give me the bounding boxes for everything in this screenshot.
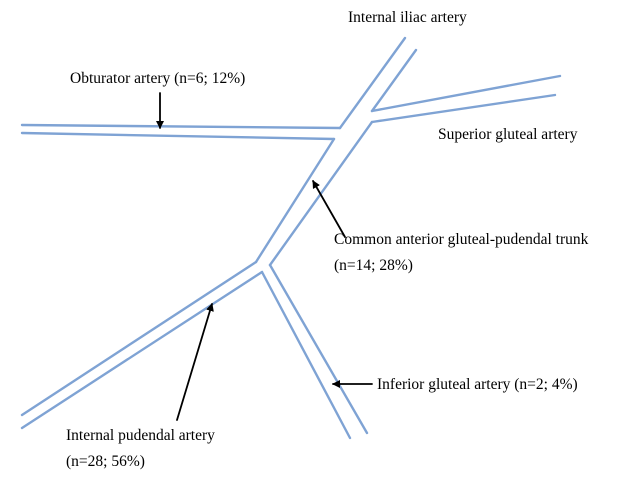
superior-gluteal-vessel-bottom-wall [370, 93, 557, 124]
internal-iliac-vessel-right-wall [370, 48, 418, 113]
common-trunk-vessel-left-wall [254, 137, 336, 264]
common-trunk-pointer-arrow [312, 180, 346, 238]
internal-iliac-vessel-left-wall [338, 36, 407, 130]
common-trunk-label-line2: (n=14; 28%) [334, 257, 413, 274]
labels: Internal iliac artery Obturator artery (… [66, 9, 589, 470]
inferior-gluteal-vessel-left-wall [260, 270, 352, 440]
common-trunk-label-line1: Common anterior gluteal-pudendal trunk [334, 231, 589, 248]
internal-pudendal-label-line2: (n=28; 56%) [66, 453, 145, 470]
internal-pudendal-label-line1: Internal pudendal artery [66, 427, 215, 444]
internal-pudendal-vessel-bottom-wall [20, 270, 264, 430]
superior-gluteal-vessel-top-wall [370, 74, 562, 113]
internal-pudendal-vessel-top-wall [20, 260, 258, 417]
internal-pudendal-pointer-arrow [176, 303, 214, 421]
internal-iliac-label: Internal iliac artery [348, 9, 467, 26]
inferior-gluteal-label: Inferior gluteal artery (n=2; 4%) [377, 376, 578, 393]
obturator-vessel-top-wall [20, 123, 342, 130]
obturator-vessel-bottom-wall [20, 131, 336, 141]
inferior-gluteal-vessel-right-wall [268, 263, 369, 435]
pointer-arrows [156, 92, 373, 421]
vessels [20, 36, 562, 440]
superior-gluteal-label: Superior gluteal artery [438, 126, 578, 143]
obturator-label: Obturator artery (n=6; 12%) [70, 70, 245, 87]
